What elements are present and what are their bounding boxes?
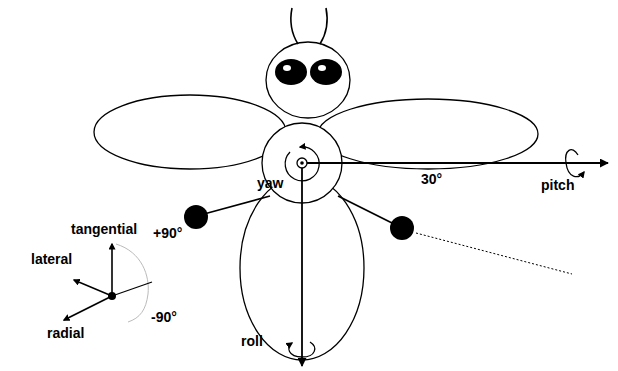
right-wing — [318, 99, 538, 169]
pitch-rotation-arrow — [566, 150, 584, 177]
angle-label: +90° — [152, 226, 183, 241]
left-haltere-knob — [184, 205, 208, 229]
antennae — [291, 8, 327, 44]
rotation-label: yaw — [256, 176, 284, 191]
roll-rotation-arrow — [289, 342, 315, 357]
yaw-rotation-arrow — [285, 147, 319, 181]
haltere-axes — [64, 244, 152, 322]
angle-label: -90° — [150, 310, 178, 325]
head — [266, 42, 350, 118]
roll-axis — [301, 163, 303, 366]
stroke-plane-line — [416, 233, 572, 274]
right-haltere-knob — [390, 216, 414, 240]
axis-label: radial — [46, 326, 85, 341]
right-eye — [310, 59, 342, 85]
left-wing — [94, 95, 286, 169]
angle-label: 30° — [420, 172, 443, 187]
pitch-axis — [302, 162, 608, 164]
axis-label: tangential — [70, 222, 138, 237]
halteres — [204, 196, 394, 224]
axis-label: roll — [240, 334, 264, 349]
yaw-axis-dot — [297, 158, 307, 168]
axis-label: lateral — [30, 252, 73, 267]
left-eye — [275, 59, 307, 85]
axis-label: pitch — [540, 178, 575, 193]
